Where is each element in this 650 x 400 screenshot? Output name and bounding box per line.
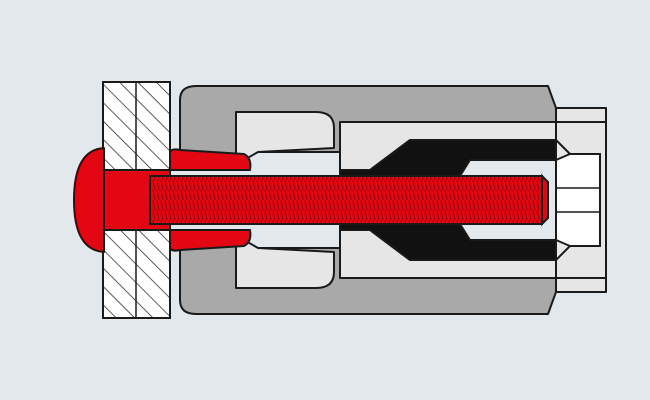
sheet-material [102, 81, 171, 319]
tool-housing [179, 85, 607, 315]
drive-nut [555, 121, 607, 279]
threaded-mandrel [149, 173, 549, 227]
